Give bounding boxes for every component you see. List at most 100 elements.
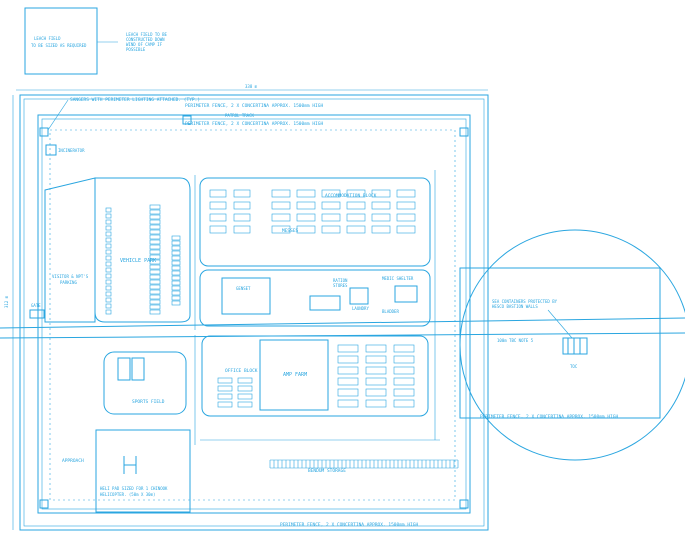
vehicle-bay [105, 249, 112, 255]
mess-unit [209, 225, 227, 234]
visitor-parking-label-1: VISITOR & NPT'S [52, 274, 89, 279]
vehicle-bay [149, 299, 161, 305]
accommodation-unit [271, 225, 291, 234]
vehicle-bay [171, 240, 181, 246]
vehicle-bay [105, 219, 112, 225]
accommodation-unit [321, 213, 341, 222]
sanger-sw [39, 499, 49, 509]
vehicle-bay [105, 279, 112, 285]
vehicle-bay [149, 254, 161, 260]
vehicle-bay [149, 214, 161, 220]
accommodation-unit [296, 213, 316, 222]
leach-note-3: WIND OF CAMP IF [126, 42, 163, 47]
vehicle-bay [149, 209, 161, 215]
office-unit [237, 377, 253, 384]
vehicle-bay [105, 285, 112, 291]
office-compound [201, 335, 429, 417]
laundry-label: LAUNDRY [352, 306, 369, 311]
gate-box [29, 309, 45, 319]
office-unit [365, 355, 387, 364]
office-unit [365, 399, 387, 408]
vehicle-bay [105, 213, 112, 219]
accommodation-unit [271, 189, 291, 198]
vehicle-bay [105, 297, 112, 303]
fence-label-right: PERIMETER FENCE, 2 X CONCERTINA APPROX. … [480, 414, 618, 420]
mess-unit [233, 213, 251, 222]
leach-note-1: LEACH FIELD TO BE [126, 32, 168, 37]
vehicle-bay [149, 264, 161, 270]
vehicle-bay [149, 229, 161, 235]
office-unit [365, 344, 387, 353]
accommodation-unit [321, 189, 341, 198]
main-road-top [0, 317, 685, 329]
sports-field-label: SPORTS FIELD [132, 399, 165, 405]
vehicle-bay [105, 273, 112, 279]
vehicle-bay [105, 261, 112, 267]
vehicle-bay [171, 285, 181, 291]
office-unit [337, 344, 359, 353]
cp-label: 100m TBC NOTE 5 [497, 338, 534, 343]
middle-compound [199, 269, 431, 327]
genset-label: GENSET [236, 286, 251, 291]
office-unit [365, 388, 387, 397]
office-unit [393, 377, 415, 386]
bendum-storage-hatch [269, 459, 459, 469]
vehicle-bay [171, 295, 181, 301]
accommodation-unit [346, 213, 366, 222]
vehicle-bay [149, 244, 161, 250]
patrol-track-label: PATROL TRACK [225, 113, 254, 118]
vehicle-bay [105, 303, 112, 309]
vehicle-bay [149, 289, 161, 295]
leach-field-label-2: TO BE SIZED AS REQUIRED [31, 43, 87, 48]
bendum-storage-label: BENDUM STORAGE [308, 468, 346, 474]
vehicle-bay [171, 270, 181, 276]
vehicle-rows [105, 204, 181, 315]
vehicle-bay [149, 274, 161, 280]
leach-note-4: POSSIBLE [126, 47, 146, 52]
sanger-ne [459, 127, 469, 137]
vehicle-bay [171, 245, 181, 251]
outer-fence-inner-line [23, 98, 485, 527]
office-unit [217, 377, 233, 384]
approach-box [95, 429, 191, 513]
goal-right [131, 357, 145, 381]
accommodation-unit [321, 201, 341, 210]
mess-unit [233, 201, 251, 210]
vehicle-bay [105, 237, 112, 243]
vehicle-bay [171, 300, 181, 306]
outer-fence [19, 94, 489, 531]
medic-shelter-box [394, 285, 418, 303]
heli-pad-label-2: HELICOPTER. (50m X 30m) [100, 492, 155, 497]
vehicle-bay [105, 291, 112, 297]
vehicle-bay [149, 309, 161, 315]
genset-area [221, 277, 271, 315]
internal-roads [194, 170, 440, 445]
amp-farm-label: AMP FARM [283, 372, 307, 378]
office-unit [237, 393, 253, 400]
office-unit [393, 366, 415, 375]
laundry-box [349, 287, 369, 305]
office-unit [217, 385, 233, 392]
bladder-label: BLADDER [382, 309, 399, 314]
vehicle-bay [171, 235, 181, 241]
vehicle-bay [105, 243, 112, 249]
vehicle-bay [105, 267, 112, 273]
amp-farm-box [259, 339, 329, 411]
office-unit [237, 401, 253, 408]
visitor-parking-label-2: PARKING [60, 280, 77, 285]
gate-label: GATE [31, 303, 41, 308]
incinerator-label: INCINERATOR [58, 148, 85, 153]
accommodation-unit [371, 201, 391, 210]
vehicle-bay [149, 234, 161, 240]
sangers-leader [47, 99, 69, 131]
ration-stores-box [309, 295, 341, 311]
visitor-parking-area [44, 177, 96, 323]
vehicle-bay [149, 259, 161, 265]
vehicle-bay [149, 204, 161, 210]
vehicle-bay [171, 255, 181, 261]
accommodation-unit [346, 201, 366, 210]
mess-unit [233, 225, 251, 234]
vehicle-bay [149, 304, 161, 310]
sangers-note: SANGERS WITH PERIMETER LIGHTING ATTACHED… [70, 97, 200, 103]
leach-field-box [24, 7, 98, 75]
